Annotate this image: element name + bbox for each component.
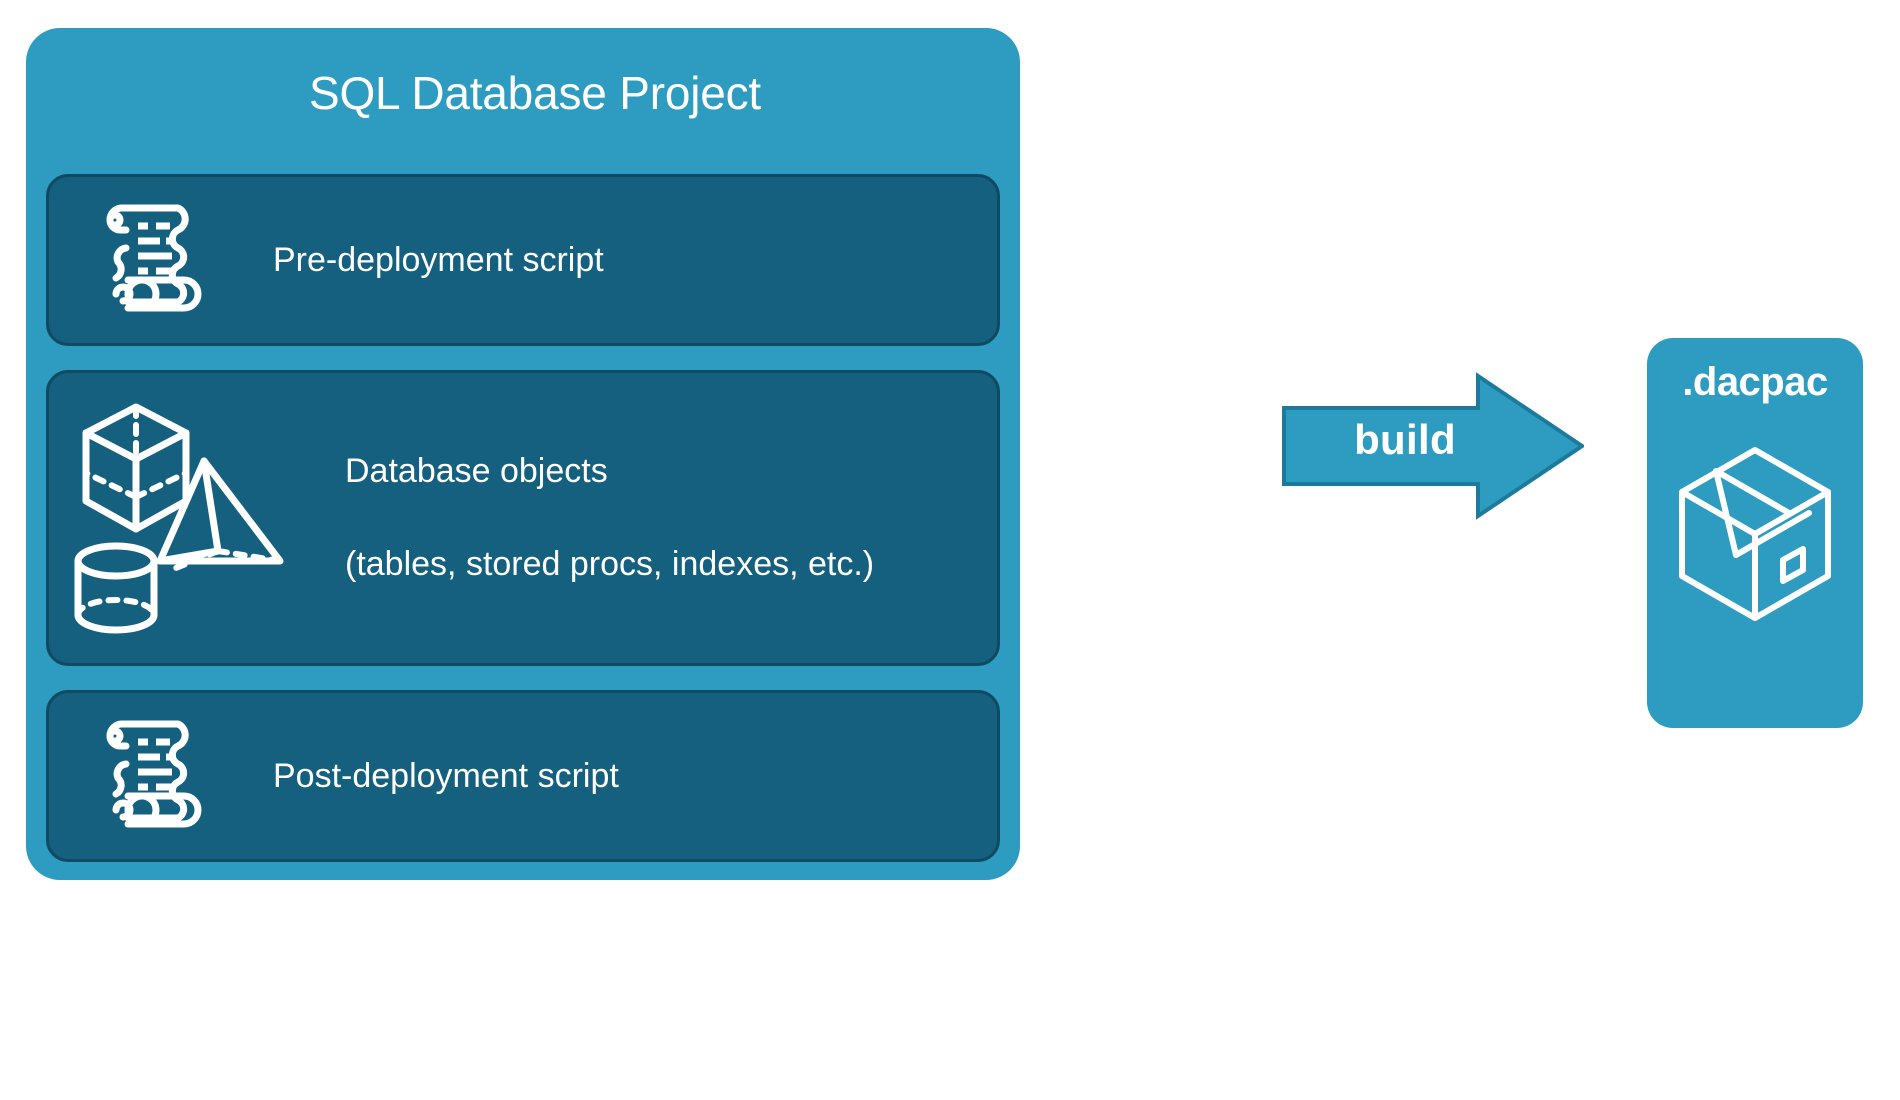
card-label-post-deployment: Post-deployment script (273, 756, 619, 795)
build-arrow-label: build (1354, 416, 1456, 463)
cube-icon (82, 403, 190, 533)
scroll-icon (71, 198, 221, 322)
card-label-database-objects-line2: (tables, stored procs, indexes, etc.) (345, 545, 875, 584)
card-pre-deployment-script: Pre-deployment script (46, 174, 1000, 346)
package-box-icon (1670, 442, 1840, 647)
card-label-pre-deployment: Pre-deployment script (273, 240, 604, 279)
pyramid-icon (156, 457, 284, 571)
page-title: SQL Database Project (309, 67, 761, 119)
card-post-deployment-script: Post-deployment script (46, 690, 1000, 862)
sql-database-project-container: SQL Database Project (26, 28, 1020, 880)
dacpac-label: .dacpac (1682, 360, 1828, 404)
dacpac-output-box: .dacpac (1647, 338, 1863, 728)
card-label-database-objects-line1: Database objects (345, 451, 608, 490)
scroll-icon (71, 714, 221, 838)
build-arrow-icon (1282, 372, 1586, 520)
card-label-database-objects: Database objects (tables, stored procs, … (345, 401, 874, 636)
database-objects-icon-group (59, 393, 309, 643)
card-database-objects: Database objects (tables, stored procs, … (46, 370, 1000, 666)
cylinder-icon (74, 542, 158, 634)
